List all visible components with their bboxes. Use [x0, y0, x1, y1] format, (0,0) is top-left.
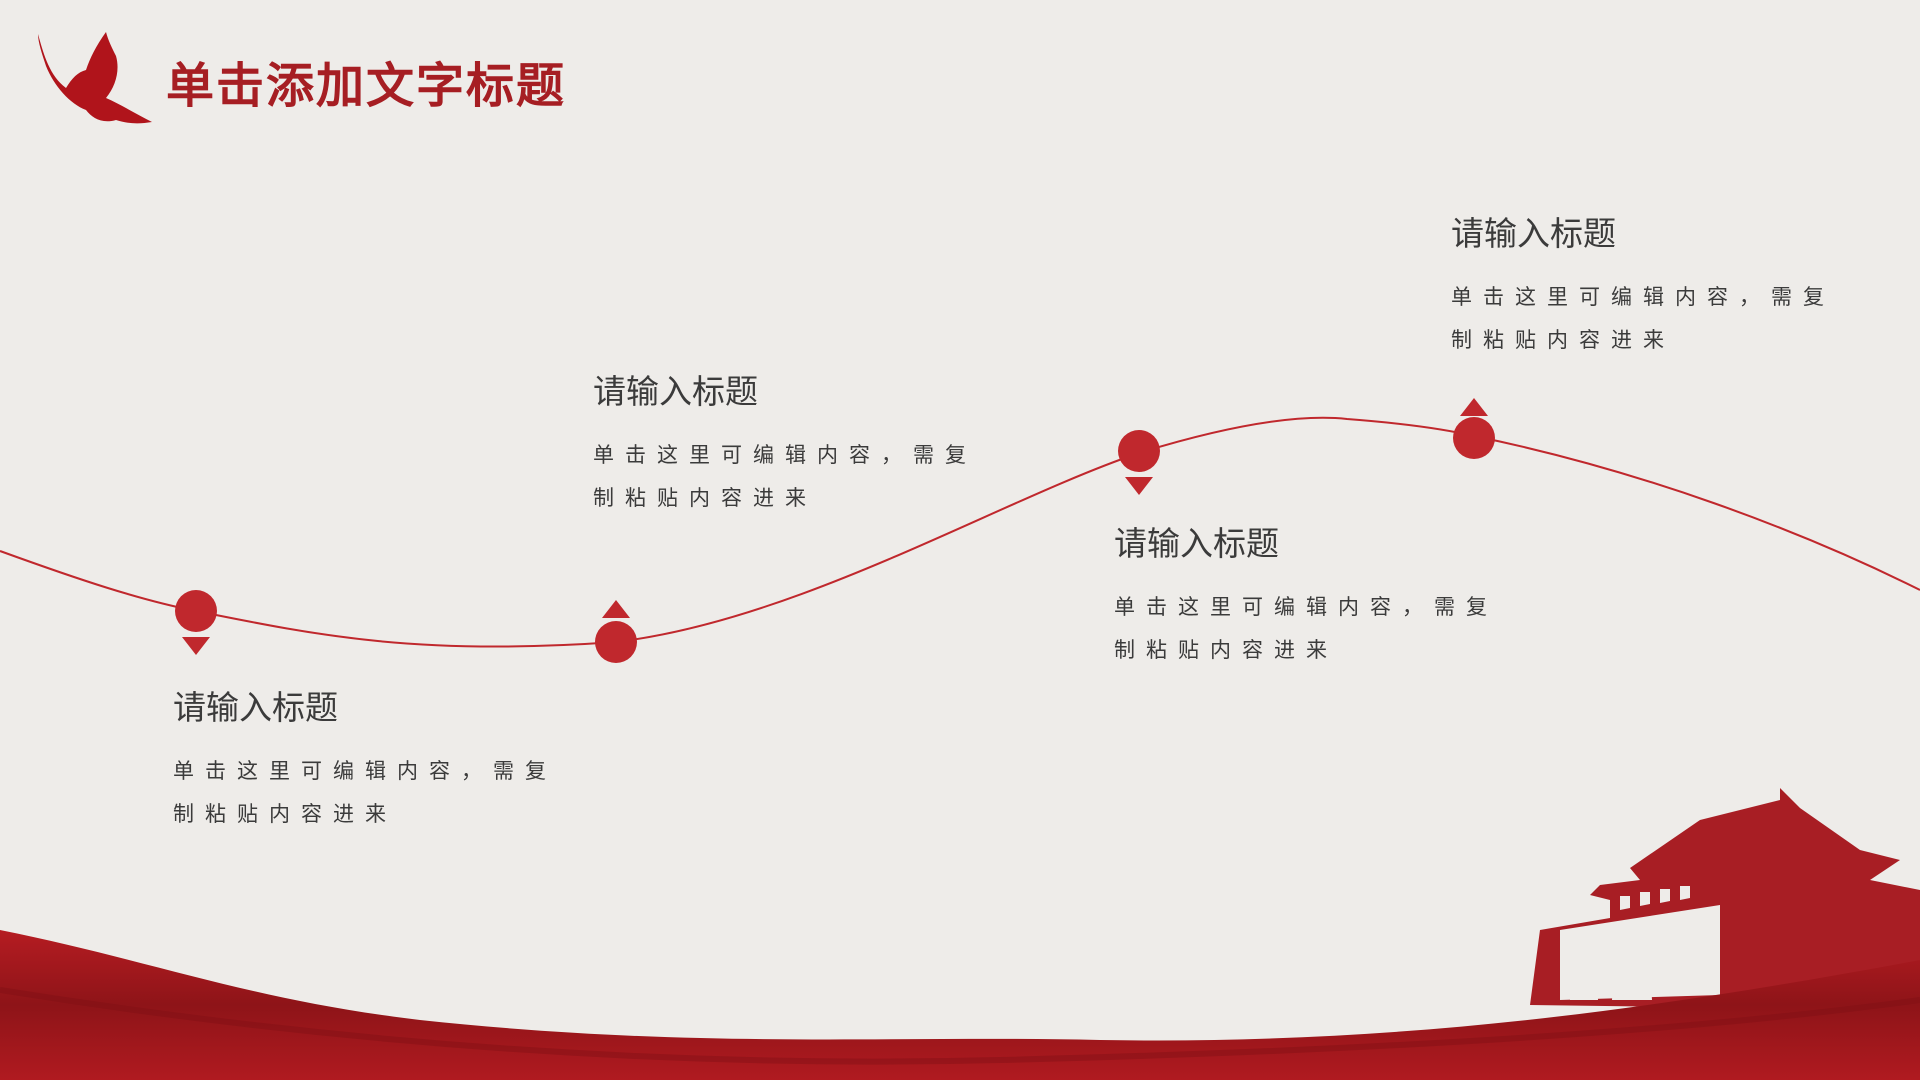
item-text-line[interactable]: 单击这里可编辑内容，需复 — [593, 443, 977, 467]
item-heading[interactable]: 请输入标题 — [1451, 214, 1616, 253]
timeline-marker-4 — [1453, 398, 1495, 459]
item-text-line[interactable]: 制粘贴内容进来 — [1451, 328, 1675, 352]
item-heading[interactable]: 请输入标题 — [1114, 524, 1279, 563]
item-text-line[interactable]: 制粘贴内容进来 — [1114, 638, 1338, 662]
timeline-curve — [0, 416, 1920, 648]
timeline-item-3: 请输入标题 单击这里可编辑内容，需复制粘贴内容进来 — [1114, 524, 1498, 672]
tiananmen-building-icon — [1530, 788, 1920, 1010]
dove-logo-icon — [38, 32, 152, 124]
item-text-line[interactable]: 单击这里可编辑内容，需复 — [1114, 595, 1498, 619]
timeline-marker-1 — [175, 590, 217, 655]
item-text-line[interactable]: 制粘贴内容进来 — [593, 486, 817, 510]
timeline-marker-2 — [595, 600, 637, 663]
timeline-marker-3 — [1118, 430, 1160, 495]
timeline-item-1: 请输入标题 单击这里可编辑内容，需复制粘贴内容进来 — [173, 688, 557, 836]
item-text-line[interactable]: 制粘贴内容进来 — [173, 802, 397, 826]
red-ribbon-wave — [0, 930, 1920, 1080]
timeline-item-2: 请输入标题 单击这里可编辑内容，需复制粘贴内容进来 — [593, 372, 977, 520]
item-text-line[interactable]: 单击这里可编辑内容，需复 — [1451, 285, 1835, 309]
page-title: 单击添加文字标题 — [166, 58, 567, 114]
item-heading[interactable]: 请输入标题 — [593, 372, 758, 411]
item-heading[interactable]: 请输入标题 — [173, 688, 338, 727]
timeline-item-4: 请输入标题 单击这里可编辑内容，需复制粘贴内容进来 — [1451, 214, 1835, 362]
item-text-line[interactable]: 单击这里可编辑内容，需复 — [173, 759, 557, 783]
